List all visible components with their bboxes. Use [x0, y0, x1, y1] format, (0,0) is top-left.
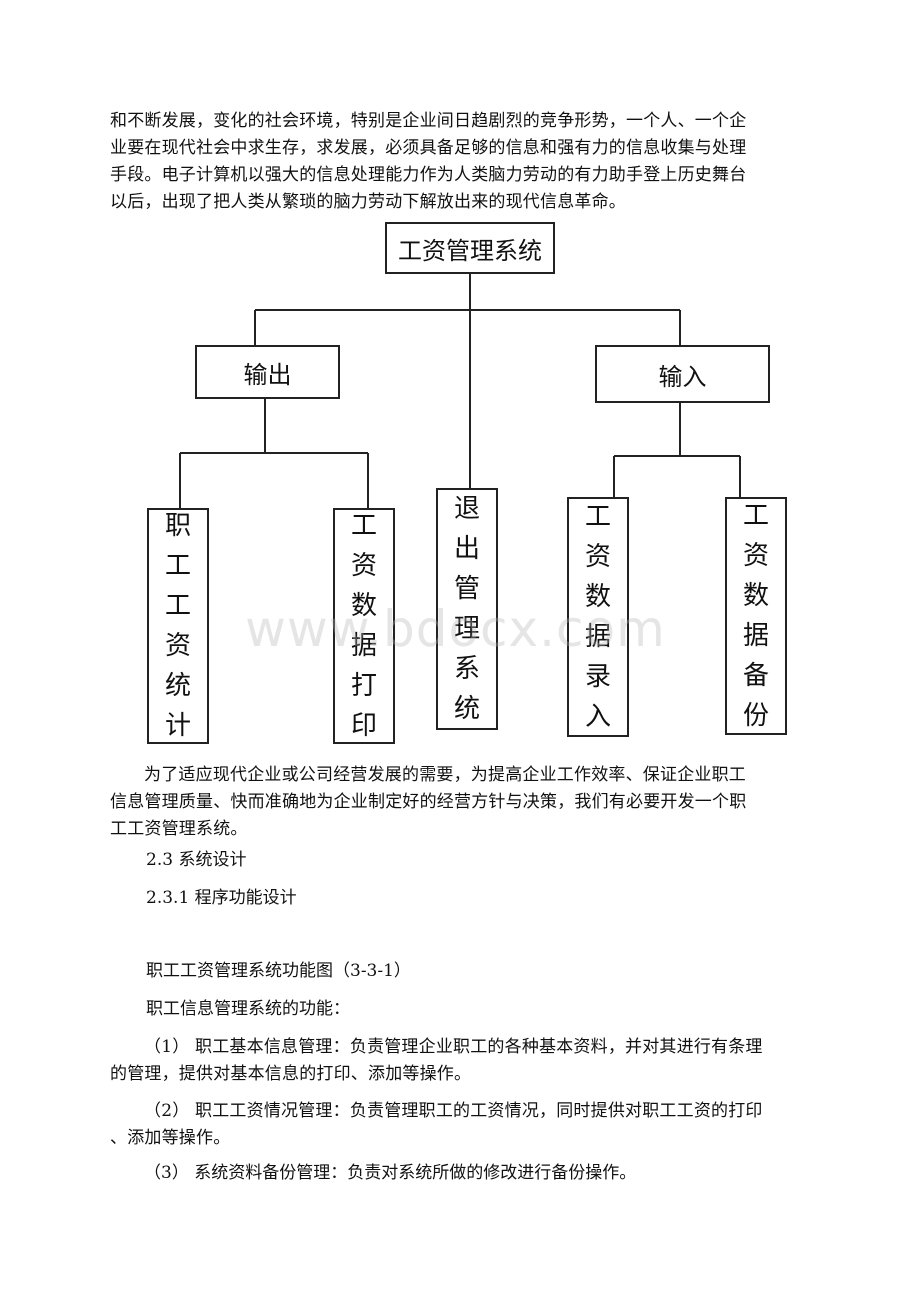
purpose-line: 信息管理质量、快而准确地为企业制定好的经营方针与决策，我们有必要开发一个职: [110, 792, 747, 812]
leaf-char: 工: [164, 551, 191, 581]
function-line: 的管理，提供对基本信息的打印、添加等操作。: [110, 1064, 472, 1084]
leaf-char: 职: [164, 511, 191, 541]
function-line: 、添加等操作。: [110, 1128, 231, 1148]
salary-system-diagram: 工资管理系统 输出 输入 职 工 工 资 统 计 工 资 数 据 打 印 退 出…: [147, 222, 787, 744]
input-box: 输入: [595, 345, 770, 403]
leaf-salary-data-entry: 工 资 数 据 录 入: [567, 497, 629, 737]
leaf-char: 退: [453, 494, 480, 524]
leaf-char: 份: [742, 701, 769, 731]
leaf-char: 出: [453, 534, 480, 564]
function-item-1: （1） 职工基本信息管理：负责管理企业职工的各种基本资料，并对其进行有条理 的管…: [110, 1034, 810, 1088]
purpose-line: 为了适应现代企业或公司经营发展的需要，为提高企业工作效率、保证企业职工: [144, 765, 746, 785]
leaf-char: 计: [164, 711, 191, 741]
root-box: 工资管理系统: [385, 222, 555, 274]
leaf-char: 据: [350, 631, 377, 661]
purpose-line: 工工资管理系统。: [110, 819, 248, 839]
function-item-3: （3） 系统资料备份管理：负责对系统所做的修改进行备份操作。: [144, 1163, 637, 1183]
leaf-char: 据: [584, 622, 611, 652]
intro-paragraph: 和不断发展，变化的社会环境，特别是企业间日趋剧烈的竞争形势，一个人、一个企 业要…: [110, 108, 810, 216]
leaf-char: 工: [164, 591, 191, 621]
leaf-staff-salary-stats: 职 工 工 资 统 计: [147, 508, 209, 744]
leaf-char: 理: [453, 614, 480, 644]
function-line: （1） 职工基本信息管理：负责管理企业职工的各种基本资料，并对其进行有条理: [144, 1037, 763, 1057]
leaf-char: 统: [453, 694, 480, 724]
function-line: （2） 职工工资情况管理：负责管理职工的工资情况，同时提供对职工工资的打印: [144, 1101, 763, 1121]
leaf-char: 录: [584, 662, 611, 692]
function-item-2: （2） 职工工资情况管理：负责管理职工的工资情况，同时提供对职工工资的打印 、添…: [110, 1098, 810, 1152]
leaf-char: 工: [742, 501, 769, 531]
purpose-paragraph: 为了适应现代企业或公司经营发展的需要，为提高企业工作效率、保证企业职工 信息管理…: [110, 762, 810, 843]
leaf-char: 数: [584, 582, 611, 612]
leaf-char: 资: [584, 542, 611, 572]
leaf-salary-data-print: 工 资 数 据 打 印: [333, 508, 395, 744]
heading-2-3: 2.3 系统设计: [146, 850, 247, 870]
intro-line: 手段。电子计算机以强大的信息处理能力作为人类脑力劳动的有力助手登上历史舞台: [110, 165, 747, 185]
leaf-char: 入: [584, 702, 611, 732]
leaf-char: 系: [453, 654, 480, 684]
leaf-salary-data-backup: 工 资 数 据 备 份: [725, 497, 787, 735]
leaf-char: 据: [742, 621, 769, 651]
diagram-connectors: [179, 274, 741, 508]
leaf-char: 打: [350, 671, 377, 701]
output-box: 输出: [195, 345, 340, 399]
leaf-char: 数: [742, 581, 769, 611]
leaf-char: 备: [742, 661, 769, 691]
leaf-char: 工: [584, 502, 611, 532]
leaf-exit-system: 退 出 管 理 系 统: [436, 488, 498, 730]
intro-line: 以后，出现了把人类从繁琐的脑力劳动下解放出来的现代信息革命。: [110, 192, 626, 212]
leaf-char: 工: [350, 511, 377, 541]
intro-line: 业要在现代社会中求生存，求发展，必须具备足够的信息和强有力的信息收集与处理: [110, 138, 747, 158]
functions-title: 职工信息管理系统的功能：: [146, 999, 350, 1019]
leaf-char: 资: [742, 541, 769, 571]
leaf-char: 资: [164, 631, 191, 661]
leaf-char: 资: [350, 551, 377, 581]
figure-caption: 职工工资管理系统功能图（3-3-1）: [146, 961, 411, 981]
leaf-char: 印: [350, 711, 377, 741]
leaf-char: 统: [164, 671, 191, 701]
intro-line: 和不断发展，变化的社会环境，特别是企业间日趋剧烈的竞争形势，一个人、一个企: [110, 111, 747, 131]
leaf-char: 数: [350, 591, 377, 621]
heading-2-3-1: 2.3.1 程序功能设计: [146, 888, 297, 908]
leaf-char: 管: [453, 574, 480, 604]
